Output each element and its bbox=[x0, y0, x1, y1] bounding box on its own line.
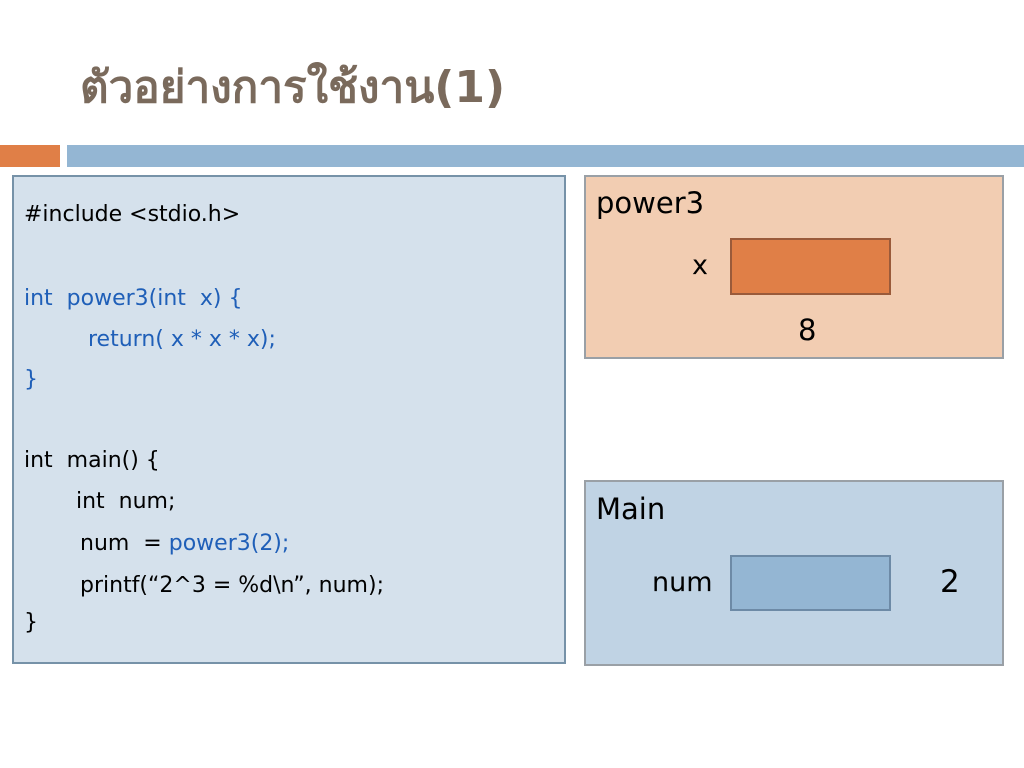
main-panel-label: Main bbox=[596, 492, 666, 526]
accent-bar-blue bbox=[67, 145, 1024, 167]
code-line-include: #include <stdio.h> bbox=[24, 202, 241, 227]
main-var-name: num bbox=[652, 567, 713, 598]
code-line-assign: num = power3(2); bbox=[80, 531, 289, 556]
main-var-value: 2 bbox=[940, 564, 960, 600]
code-line-printf: printf(“2^3 = %d\n”, num); bbox=[80, 573, 384, 598]
code-line-power3-signature: int power3(int x) { bbox=[24, 286, 243, 311]
var-num-box bbox=[730, 555, 891, 611]
code-assign-call: power3(2); bbox=[168, 531, 290, 556]
slide-title: ตัวอย่างการใช้งาน(1) bbox=[80, 62, 506, 113]
code-panel bbox=[12, 175, 566, 664]
var-x-box bbox=[730, 238, 891, 295]
power3-panel-label: power3 bbox=[596, 186, 705, 220]
code-line-return: return( x * x * x); bbox=[88, 327, 276, 352]
code-line-main-signature: int main() { bbox=[24, 448, 160, 473]
code-line-power3-close: } bbox=[24, 367, 38, 392]
code-line-main-close: } bbox=[24, 610, 38, 635]
power3-var-value: 8 bbox=[798, 313, 817, 347]
power3-var-name: x bbox=[692, 250, 708, 281]
code-line-declare-num: int num; bbox=[76, 489, 176, 514]
accent-bar-orange bbox=[0, 145, 60, 167]
code-assign-prefix: num = bbox=[80, 531, 169, 556]
